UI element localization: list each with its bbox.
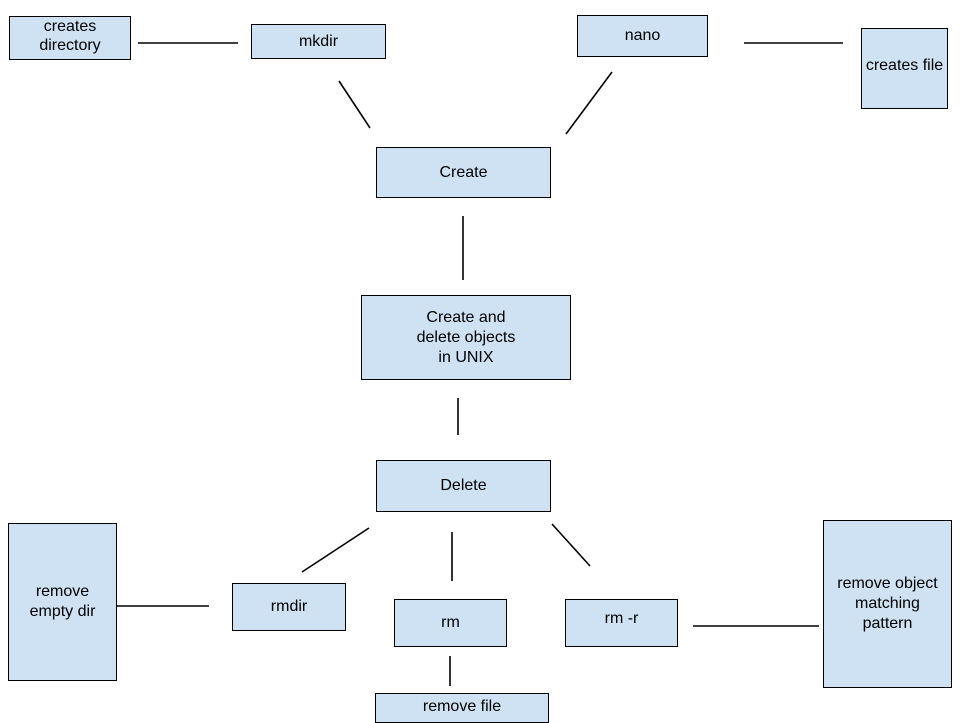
center-topic-label: Create and delete objects in UNIX [416,308,516,366]
nano-command-label: nano [624,27,661,44]
remove-file-label: remove file [422,698,502,715]
creates-directory-label: creates directory [39,18,101,54]
connector-delete-rmdir [301,527,370,573]
center-topic-box: Create and delete objects in UNIX [361,295,571,380]
rm-r-command-label: rm -r [604,610,639,627]
delete-node-box: Delete [376,460,551,512]
delete-node-label: Delete [440,477,487,494]
remove-object-matching-pattern-label: remove object matching pattern [837,575,938,632]
create-node-box: Create [376,147,551,198]
mkdir-command-label: mkdir [298,32,339,50]
rm-command-box: rm [394,599,507,647]
connector-delete-rm-r [551,523,591,567]
remove-empty-dir-label: remove empty dir [29,583,96,620]
rm-r-command-box: rm -r [565,599,678,647]
creates-file-label: creates file [865,57,944,74]
remove-object-matching-pattern-box: remove object matching pattern [823,520,952,688]
rmdir-command-box: rmdir [232,583,346,631]
nano-command-box: nano [577,15,708,57]
creates-file-box: creates file [861,28,948,109]
remove-empty-dir-box: remove empty dir [8,523,117,681]
mkdir-command-box: mkdir [251,24,386,59]
creates-directory-box: creates directory [9,16,131,60]
create-node-label: Create [439,163,488,181]
rmdir-command-label: rmdir [270,598,308,615]
remove-file-box: remove file [375,693,549,723]
connector-nano-create [565,71,613,135]
connector-mkdir-create [338,80,371,129]
rm-command-label: rm [441,614,460,631]
